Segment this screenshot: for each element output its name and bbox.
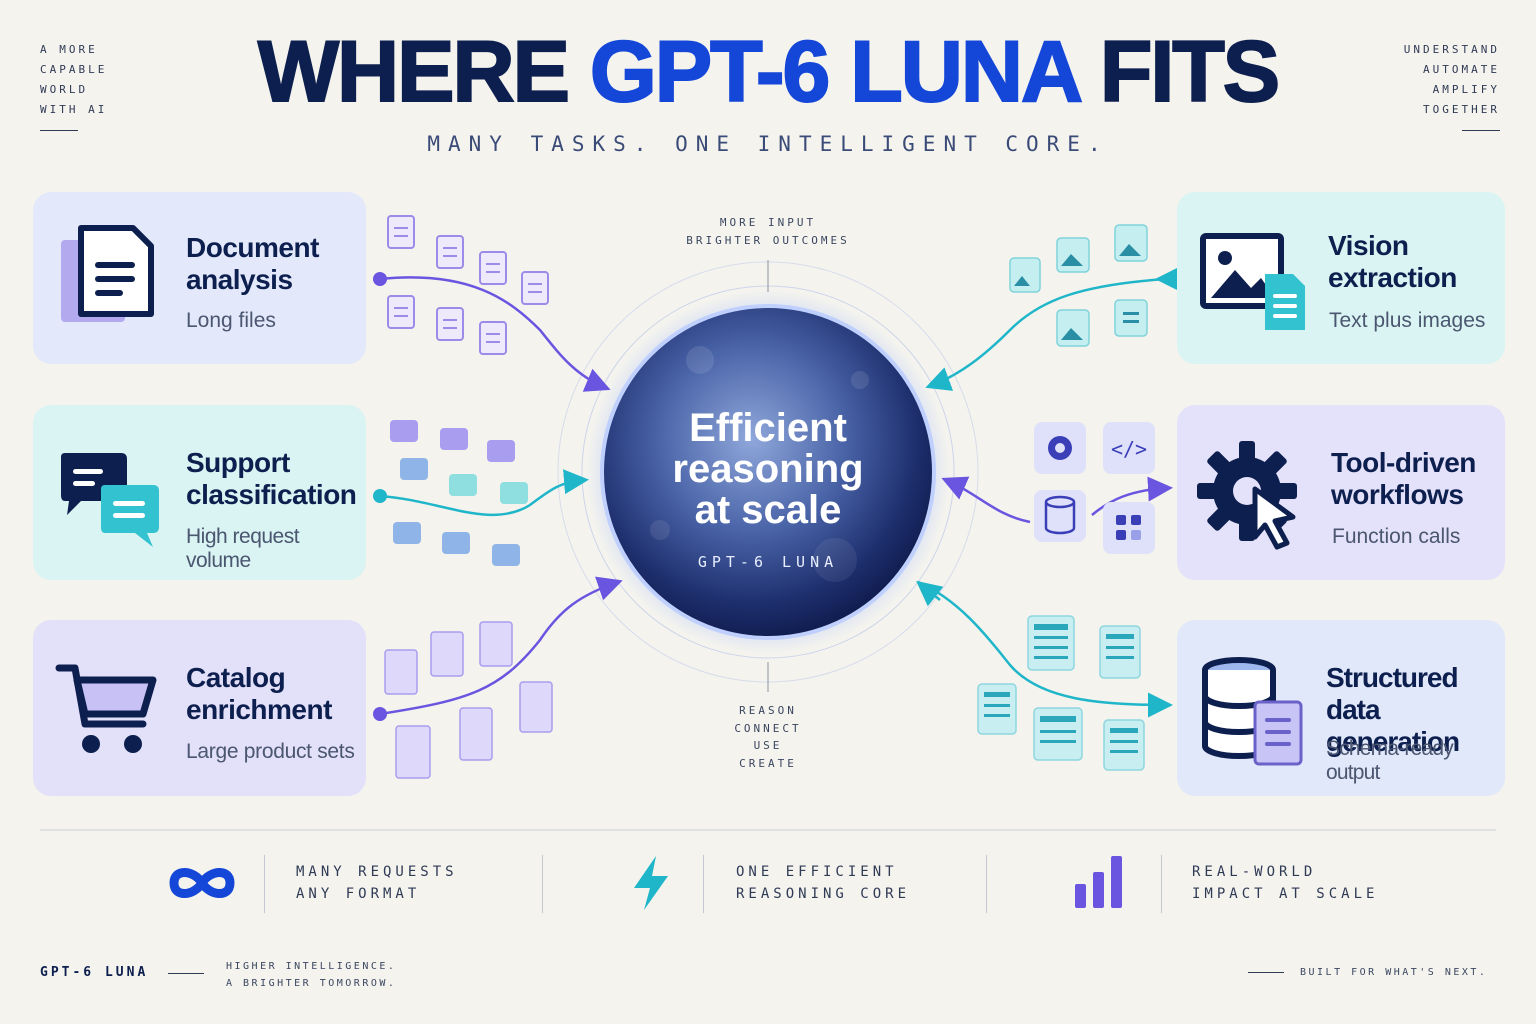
tagline-line: CAPABLE xyxy=(40,63,108,76)
title-accent: GPT-6 LUNA xyxy=(589,23,1081,121)
bottom-line: MANY REQUESTS xyxy=(296,864,458,880)
tagline-line: UNDERSTAND xyxy=(1403,43,1500,56)
flow-catalog xyxy=(379,576,623,716)
card-title: Document xyxy=(186,232,319,263)
card-title: Tool-driven xyxy=(1331,447,1476,478)
moon-core xyxy=(600,304,936,640)
core-content: Efficient reasoning at scale GPT-6 LUNA xyxy=(618,406,918,572)
card-support-classification[interactable]: Support classification High request volu… xyxy=(33,405,366,580)
card-subtitle: Schema-ready output xyxy=(1326,737,1454,784)
page-title: WHERE GPT-6 LUNA FITS xyxy=(0,22,1536,122)
image-document-icon xyxy=(1200,233,1305,330)
card-subtitle: Long files xyxy=(186,309,276,332)
tagline-line: HIGHER INTELLIGENCE. xyxy=(226,961,397,972)
shopping-cart-icon xyxy=(55,664,157,753)
divider xyxy=(40,130,78,131)
tagline-line: A BRIGHTER TOMORROW. xyxy=(226,978,397,989)
core-title-line: Efficient xyxy=(689,406,847,450)
document-icon xyxy=(61,225,154,322)
infinity-icon xyxy=(169,868,235,898)
core-title-line: reasoning xyxy=(672,447,864,491)
label-line: USE xyxy=(753,739,783,752)
card-document-analysis[interactable]: Document analysis Long files xyxy=(33,192,366,364)
card-title: extraction xyxy=(1328,262,1457,293)
bottom-line: ANY FORMAT xyxy=(296,886,421,902)
divider xyxy=(986,855,987,913)
flow-document xyxy=(379,276,611,392)
card-title: Support xyxy=(186,447,290,478)
card-subtitle: Large product sets xyxy=(186,740,355,763)
footer-brand: GPT-6 LUNA xyxy=(40,965,149,980)
card-title: Vision xyxy=(1328,230,1409,261)
core-title-line: at scale xyxy=(694,488,842,532)
title-part: WHERE xyxy=(257,23,590,121)
divider xyxy=(168,973,204,974)
divider xyxy=(703,855,704,913)
label-line: CONNECT xyxy=(734,721,802,735)
core-bottom-label: REASON CONNECT USE CREATE xyxy=(618,702,918,772)
title-part: FITS xyxy=(1077,23,1281,121)
bottom-item-efficient-core: ONE EFFICIENT REASONING CORE xyxy=(736,861,910,905)
card-catalog-enrichment[interactable]: Catalog enrichment Large product sets xyxy=(33,620,366,796)
card-title: Structured xyxy=(1326,662,1459,693)
footer-tagline: HIGHER INTELLIGENCE. A BRIGHTER TOMORROW… xyxy=(226,958,396,992)
tagline-line: AMPLIFY xyxy=(1432,83,1500,96)
tagline-line: WORLD xyxy=(40,83,89,96)
card-title: enrichment xyxy=(186,694,332,725)
divider xyxy=(1161,855,1162,913)
divider xyxy=(1462,130,1500,131)
bottom-item-many-requests: MANY REQUESTS ANY FORMAT xyxy=(296,861,458,905)
svg-text:</>: </> xyxy=(1111,437,1147,461)
database-icon xyxy=(1202,657,1303,766)
gear-cursor-icon xyxy=(1197,441,1297,550)
footer-right: BUILT FOR WHAT'S NEXT. xyxy=(1300,967,1488,978)
label-line: REASON xyxy=(739,704,797,717)
card-subtitle: High request volume xyxy=(186,525,300,572)
top-right-tagline: UNDERSTAND AUTOMATE AMPLIFY TOGETHER xyxy=(1404,40,1500,131)
flow-support xyxy=(379,469,589,517)
core-model-name: GPT-6 LUNA xyxy=(697,553,839,571)
bottom-line: REASONING CORE xyxy=(736,886,911,902)
label-line: MORE INPUT xyxy=(719,216,817,229)
tagline-line: AUTOMATE xyxy=(1423,63,1500,76)
lightning-icon xyxy=(634,856,668,910)
card-title: analysis xyxy=(186,264,293,295)
core-top-label: MORE INPUT BRIGHTER OUTCOMES xyxy=(618,214,918,250)
divider xyxy=(542,855,543,913)
bottom-line: IMPACT AT SCALE xyxy=(1192,886,1379,902)
label-line: CREATE xyxy=(739,756,797,770)
flow-tool-out xyxy=(1091,476,1173,516)
label-line: BRIGHTER OUTCOMES xyxy=(686,234,850,247)
card-structured-data-generation[interactable]: Structured data generation Schema-ready … xyxy=(1177,620,1505,796)
bottom-line: REAL-WORLD xyxy=(1192,864,1317,880)
tagline-line: TOGETHER xyxy=(1423,103,1500,116)
top-left-tagline: A MORE CAPABLE WORLD WITH AI xyxy=(40,40,107,131)
card-subtitle: Text plus images xyxy=(1329,309,1486,332)
card-title: classification xyxy=(186,479,357,510)
flow-tool-in xyxy=(941,476,1031,524)
bottom-item-impact: REAL-WORLD IMPACT AT SCALE xyxy=(1192,861,1378,905)
tagline-line: WITH AI xyxy=(40,103,108,116)
chat-icon xyxy=(61,453,159,547)
card-title: data generation xyxy=(1326,694,1460,757)
divider xyxy=(1248,972,1284,973)
bottom-line: ONE EFFICIENT xyxy=(736,864,898,880)
card-vision-extraction[interactable]: Vision extraction Text plus images xyxy=(1177,192,1505,364)
card-title: workflows xyxy=(1331,479,1464,510)
flow-structured xyxy=(917,580,1173,718)
card-subtitle: Function calls xyxy=(1332,525,1461,548)
card-tool-driven-workflows[interactable]: Tool-driven workflows Function calls xyxy=(1177,405,1505,580)
bar-chart-icon xyxy=(1075,856,1122,908)
tagline-line: A MORE xyxy=(40,43,98,56)
flow-vision xyxy=(925,277,1167,391)
divider xyxy=(264,855,265,913)
page-subtitle: MANY TASKS. ONE INTELLIGENT CORE. xyxy=(427,132,1109,156)
card-title: Catalog xyxy=(186,662,286,693)
